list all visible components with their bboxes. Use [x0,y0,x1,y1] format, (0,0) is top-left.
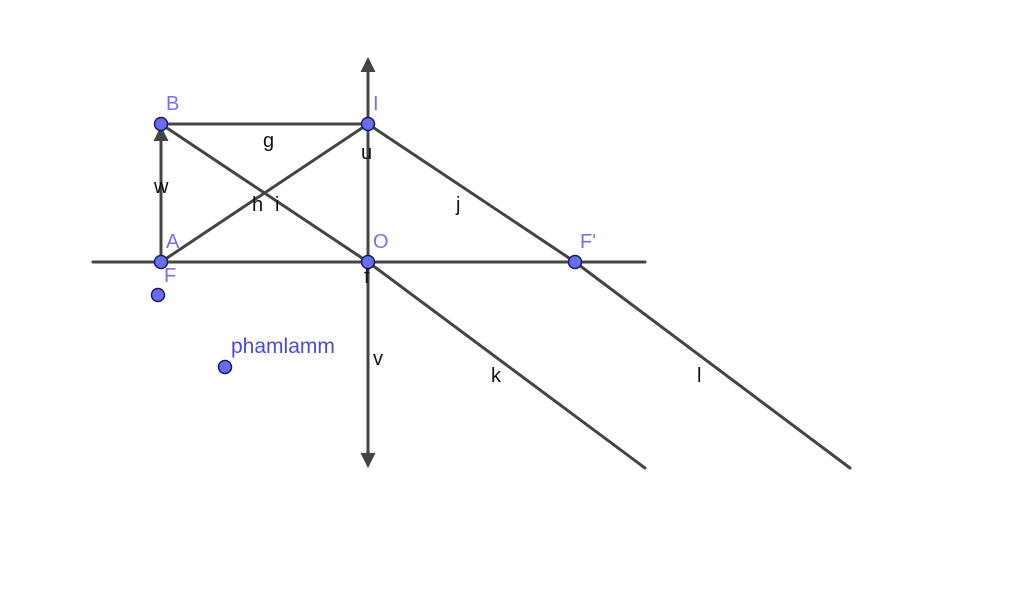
label-ray-l: l [697,365,701,387]
point-f-prime[interactable] [567,254,583,270]
label-segment-j: j [455,194,460,216]
label-segment-i: i [275,194,279,216]
label-point-o: O [373,231,389,253]
label-point-i: I [373,93,379,115]
label-segment-v: v [373,348,383,370]
point-f[interactable] [150,287,166,303]
label-ray-k: k [491,365,502,387]
label-segment-u: u [361,142,372,164]
label-segment-h: h [252,194,263,216]
label-point-a: A [166,231,180,253]
label-point-b: B [166,93,179,115]
label-segment-g: g [263,130,274,152]
ray-l [573,260,852,470]
ray-k [366,260,647,470]
segment-i [159,122,370,264]
point-a[interactable] [153,254,169,270]
point-o[interactable] [360,254,376,270]
label-point-f: F [164,265,176,287]
label-segment-w: w [153,176,169,198]
label-segment-f: f [364,266,370,288]
point-i[interactable] [360,116,376,132]
label-point-f-prime: F' [580,231,596,253]
segment-j [366,122,577,264]
text-phamlamm: phamlamm [231,335,335,358]
point-b[interactable] [153,116,169,132]
point-phamlamm[interactable] [217,359,233,375]
